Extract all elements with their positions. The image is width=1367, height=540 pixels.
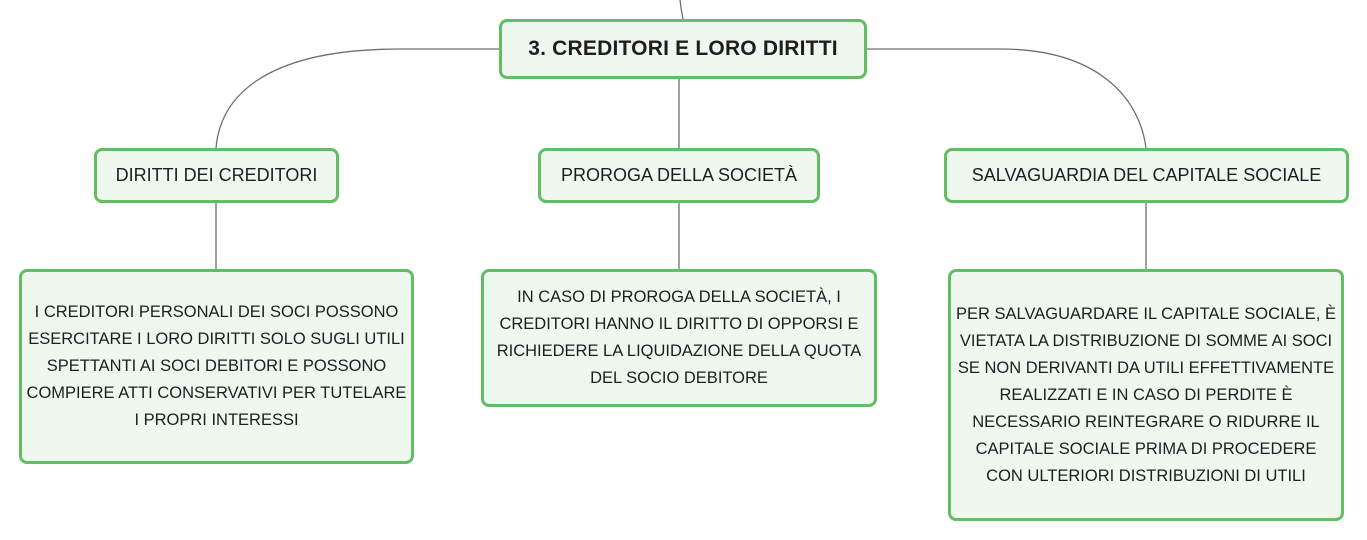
detail-node-text: IN CASO DI PROROGA DELLA SOCIETÀ, I CRED… — [496, 288, 862, 387]
root-node-label: 3. CREDITORI E LORO DIRITTI — [528, 37, 838, 60]
detail-node-diritti-dei-creditori[interactable]: I CREDITORI PERSONALI DEI SOCI POSSONO E… — [19, 269, 414, 464]
detail-node-proroga-della-societa[interactable]: IN CASO DI PROROGA DELLA SOCIETÀ, I CRED… — [481, 269, 877, 407]
branch-node-diritti-dei-creditori[interactable]: DIRITTI DEI CREDITORI — [94, 148, 339, 203]
detail-node-salvaguardia-del-capitale-sociale[interactable]: PER SALVAGUARDARE IL CAPITALE SOCIALE, È… — [948, 269, 1344, 521]
branch-node-proroga-della-societa[interactable]: PROROGA DELLA SOCIETÀ — [538, 148, 820, 203]
root-node[interactable]: 3. CREDITORI E LORO DIRITTI — [499, 19, 867, 79]
branch-node-label: DIRITTI DEI CREDITORI — [115, 165, 318, 185]
connector-root-to-branch-3 — [867, 48, 1147, 149]
detail-node-text: I CREDITORI PERSONALI DEI SOCI POSSONO E… — [26, 303, 407, 429]
detail-node-text: PER SALVAGUARDARE IL CAPITALE SOCIALE, È… — [956, 304, 1336, 485]
branch-node-salvaguardia-del-capitale-sociale[interactable]: SALVAGUARDIA DEL CAPITALE SOCIALE — [944, 148, 1349, 203]
connector-from-parent — [679, 0, 684, 20]
connector-root-to-branch-1 — [215, 48, 499, 149]
branch-node-label: PROROGA DELLA SOCIETÀ — [560, 165, 798, 185]
branch-node-label: SALVAGUARDIA DEL CAPITALE SOCIALE — [971, 165, 1322, 185]
